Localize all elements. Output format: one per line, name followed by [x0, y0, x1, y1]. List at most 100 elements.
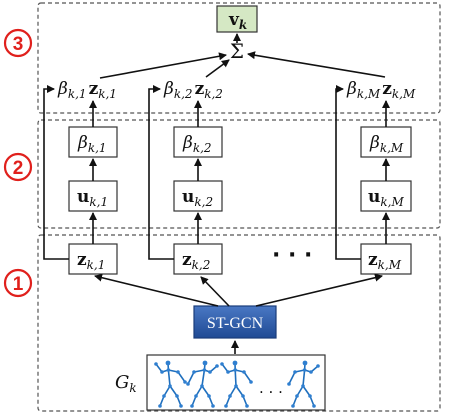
skeleton-joint	[226, 370, 230, 374]
skeleton-bone	[201, 385, 210, 397]
skeleton-joint	[224, 404, 228, 408]
skeleton-bone	[187, 371, 195, 385]
skeleton-joint	[302, 360, 308, 366]
module-3-frame	[37, 2, 441, 114]
beta-node-2	[173, 126, 223, 158]
skeleton-joint	[215, 364, 219, 368]
skeleton-joint	[166, 368, 171, 372]
skeleton-joint	[293, 370, 297, 374]
skeleton-bone	[243, 371, 252, 383]
badge-1: 1	[3, 268, 33, 298]
skeleton-joint	[295, 394, 299, 398]
svg-text:zk,M: zk,M	[368, 250, 402, 272]
skeleton-bone	[163, 385, 171, 397]
skeleton-figure	[287, 360, 320, 408]
ellipsis-mid: · · ·	[272, 243, 312, 268]
skeleton-joint	[190, 404, 194, 408]
skeleton-joint	[291, 404, 295, 408]
skeleton-joint	[308, 394, 312, 398]
skeleton-joint	[245, 404, 249, 408]
skeleton-joint	[249, 380, 253, 384]
skeleton-bone	[296, 385, 304, 397]
skeleton-joint	[241, 394, 245, 398]
skeleton-joint	[154, 362, 158, 366]
module-1-frame	[37, 234, 441, 412]
badge-2: 2	[3, 152, 33, 182]
skeleton-joint	[228, 394, 232, 398]
st-gcn-label: ST-GCN	[207, 315, 264, 332]
arrow-gcn-to-z2	[200, 276, 230, 307]
skip-connection-m	[335, 85, 361, 260]
skeleton-bone	[177, 371, 186, 383]
skeleton-joint	[183, 380, 187, 384]
beta-node-m	[360, 126, 412, 158]
u-node-2	[173, 180, 223, 212]
skeleton-joint	[176, 370, 180, 374]
skeleton-joint	[220, 362, 224, 366]
skeleton-joint	[200, 384, 204, 388]
badge-3: 3	[3, 28, 33, 58]
skeleton-bone	[167, 369, 171, 387]
skeleton-figure	[186, 360, 219, 408]
skeleton-joint	[160, 370, 164, 374]
skeleton-joint	[242, 370, 246, 374]
arrow-gcn-to-z1	[94, 273, 219, 307]
skeleton-joint	[302, 368, 307, 372]
sum-symbol: Σ	[230, 39, 244, 63]
ellipsis-skeleton: . . .	[259, 379, 283, 397]
skeleton-joint	[162, 394, 166, 398]
st-gcn-block	[193, 305, 277, 339]
skeleton-joint	[165, 360, 171, 366]
skeleton-bone	[229, 385, 237, 397]
skeleton-bone	[201, 369, 206, 387]
skeleton-joint	[309, 370, 313, 374]
skeleton-bone	[234, 369, 237, 387]
skeleton-joint	[194, 394, 198, 398]
skeleton-joint	[208, 370, 212, 374]
svg-text:βk,1: βk,1	[77, 133, 107, 155]
skeleton-joint	[186, 382, 190, 386]
skeleton-joint	[232, 360, 238, 366]
skeleton-figures	[154, 360, 320, 408]
skeleton-bone	[235, 385, 244, 397]
arrow-product2-to-sum	[205, 59, 230, 78]
module-2-frame	[37, 119, 441, 229]
arrow-productm-to-sum	[247, 51, 386, 78]
arrow-product1-to-sum	[99, 52, 227, 79]
z-node-1	[68, 243, 118, 275]
skeleton-bone	[169, 385, 178, 397]
skeleton-joint	[233, 368, 237, 372]
input-label: Gk	[115, 372, 137, 395]
output-node	[216, 5, 258, 33]
output-label: vk	[228, 10, 247, 32]
skeleton-bone	[302, 369, 306, 387]
skeleton-joint	[312, 404, 316, 408]
svg-text:zk,2: zk,2	[182, 250, 210, 272]
skeleton-figure	[154, 360, 187, 408]
skeleton-joint	[287, 382, 291, 386]
skip-connection-2	[148, 85, 174, 260]
skeleton-joint	[202, 360, 208, 366]
skeleton-joint	[316, 364, 320, 368]
svg-text:βk,2: βk,2	[182, 133, 212, 155]
arrow-gcn-to-zm	[255, 273, 383, 307]
u-node-m	[360, 180, 412, 212]
skeleton-joint	[179, 404, 183, 408]
svg-text:uk,M: uk,M	[368, 187, 404, 209]
svg-text:2: 2	[13, 158, 24, 179]
skeleton-figure	[220, 360, 253, 408]
skeleton-joint	[301, 384, 305, 388]
svg-text:1: 1	[13, 274, 24, 295]
z-node-m	[360, 243, 412, 275]
skeleton-joint	[211, 404, 215, 408]
skeleton-joint	[175, 394, 179, 398]
skeleton-joint	[158, 404, 162, 408]
skeleton-bone	[195, 385, 203, 397]
svg-text:zk,1: zk,1	[77, 250, 105, 272]
skeleton-bone	[288, 371, 296, 385]
